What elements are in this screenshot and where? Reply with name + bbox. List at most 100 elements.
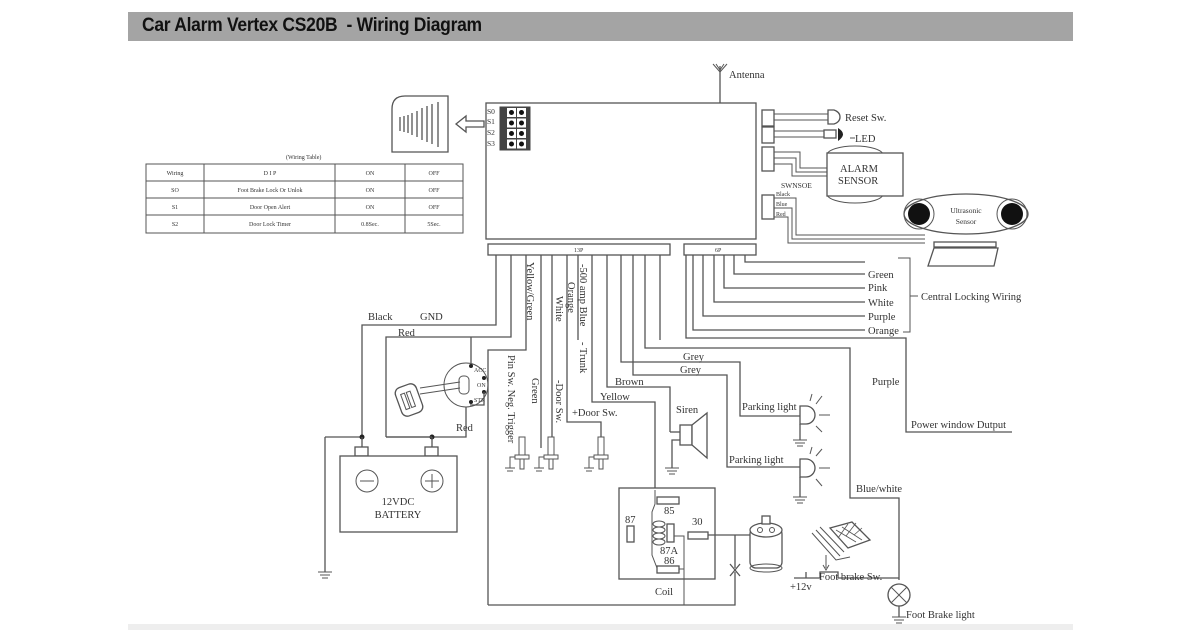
label-door-pos: +Door Sw.: [572, 408, 618, 419]
table-cell: S1: [172, 205, 178, 211]
dip-switch-dot: [519, 131, 524, 136]
key-icon: [419, 381, 461, 395]
dip-label-s2: S2: [487, 128, 495, 137]
table-cell: ON: [366, 188, 375, 194]
dip-switch-dot: [509, 141, 514, 147]
purple-wire: [685, 255, 1012, 433]
foot-brake-sw-label: Foot brake Sw.: [819, 572, 882, 583]
alarm-sensor-label-2: SENSOR: [838, 176, 878, 187]
wire-label-blue: Blue: [776, 202, 788, 208]
label-green: Green: [529, 378, 540, 404]
reset-switch-label: Reset Sw.: [845, 113, 886, 124]
connector-13p: [487, 243, 671, 256]
label-white: White: [553, 296, 564, 322]
siren: Siren: [665, 405, 708, 475]
dip-switch-dot: [509, 131, 514, 136]
foot-brake-light-label: Foot Brake light: [906, 610, 975, 621]
door-switch-neg: [534, 436, 559, 472]
negative-terminal-icon: [355, 469, 379, 493]
13p-wires: [361, 255, 900, 605]
table-cell: 5Sec.: [427, 222, 441, 228]
central-locking-wires: Green Pink White Purple Orange Central L…: [692, 255, 1022, 337]
connector-6p-label: 6P: [715, 248, 722, 254]
table-header-off: OFF: [428, 171, 440, 177]
label-red-top: Red: [398, 328, 416, 339]
parking-light-1-label: Parking light: [742, 402, 797, 413]
dip-switch-dot: [519, 120, 524, 126]
relay-coil-label: Coil: [655, 587, 673, 598]
wire-label-red: Red: [776, 212, 786, 218]
table-cell: S2: [172, 222, 178, 228]
reset-switch-icon: [827, 109, 841, 125]
led-icon: [838, 128, 843, 141]
cl-wire-pink: Pink: [868, 283, 888, 294]
label-black: Black: [368, 312, 393, 323]
relay-85: 85: [664, 506, 675, 517]
dip-switch-dot: [519, 141, 524, 147]
label-500-blue: -500 amp Blue: [577, 264, 588, 327]
connector-6p: [683, 243, 757, 256]
table-cell: Door Lock Timer: [249, 222, 291, 228]
blue-white-label: Blue/white: [856, 484, 902, 495]
table-header-on: ON: [366, 171, 375, 177]
wiring-table-caption: (Wiring Table): [286, 154, 321, 161]
ignition-coil: [749, 515, 783, 573]
battery-label-2: BATTERY: [375, 510, 422, 521]
door-switch-pos: [584, 436, 609, 472]
cl-wire-purple: Purple: [868, 312, 896, 323]
cl-wire-white: White: [868, 298, 894, 309]
led-label: LED: [855, 134, 876, 145]
antenna: Antenna: [712, 63, 765, 103]
right-connectors: Reset Sw. LED ALARM SENSOR SWNSOE Black …: [761, 109, 1029, 267]
label-orange: Orange: [565, 282, 576, 313]
parking-light-1: Parking light: [742, 393, 830, 447]
wire-label-black: Black: [776, 192, 790, 198]
dip-label-s1: S1: [487, 117, 495, 126]
purple-label: Purple: [872, 377, 900, 388]
label-door-neg: -Door Sw.: [553, 380, 564, 423]
cl-wire-orange: Orange: [868, 326, 899, 337]
ground-icon: [318, 571, 332, 579]
label-grey-2: Grey: [680, 365, 702, 376]
swnsoe-label: SWNSOE: [781, 181, 812, 190]
title-bar: Car Alarm Vertex CS20B - Wiring Diagram: [128, 12, 1073, 41]
relay-87a: 87A: [660, 546, 679, 557]
remote-transmitter-icon: [391, 95, 449, 153]
central-locking-label: Central Locking Wiring: [921, 292, 1022, 303]
table-header-dip: D I P: [264, 171, 277, 177]
power-window-label: Power window Dutput: [911, 420, 1006, 431]
label-grey-1: Grey: [683, 352, 705, 363]
table-cell: Door Open Alert: [250, 205, 291, 211]
dip-switch-dot: [519, 110, 524, 115]
table-cell: OFF: [428, 205, 440, 211]
plus-12v-label: +12v: [790, 582, 812, 593]
table-cell: ON: [366, 205, 375, 211]
dip-label-s0: S0: [487, 107, 495, 116]
connector-13p-label: 13P: [574, 248, 584, 254]
label-trunk: - Trunk: [577, 342, 588, 374]
alarm-sensor: [826, 152, 904, 197]
ignition-str: STR: [474, 398, 485, 404]
speaker-icon: [691, 411, 708, 460]
ultrasonic-label-2: Sensor: [956, 217, 977, 226]
label-gnd: GND: [420, 312, 443, 323]
arrow-icon: [454, 114, 485, 134]
pin-switch-neg-trigger: [505, 436, 530, 472]
label-yellow-green: Yellow/Green: [524, 262, 535, 321]
alarm-sensor-label-1: ALARM: [840, 164, 879, 175]
diagram-title: Car Alarm Vertex CS20B - Wiring Diagram: [142, 15, 482, 36]
brake-pedal-icon: [828, 521, 872, 549]
label-pin-sw: Pin Sw. Neg. Trigger: [505, 355, 516, 444]
dip-switch-block: S0 S1 S2 S3: [487, 106, 531, 151]
control-unit: [485, 102, 757, 240]
battery: 12VDC BATTERY: [318, 434, 458, 579]
antenna-label: Antenna: [729, 70, 765, 81]
pin-switches: [505, 436, 609, 472]
positive-terminal-icon: [420, 469, 444, 493]
dip-label-s3: S3: [487, 139, 495, 148]
parking-light-2: Parking light: [729, 446, 830, 504]
table-header-wiring: Wiring: [167, 171, 184, 177]
table-cell: OFF: [428, 188, 440, 194]
ground-icon: [665, 467, 679, 475]
